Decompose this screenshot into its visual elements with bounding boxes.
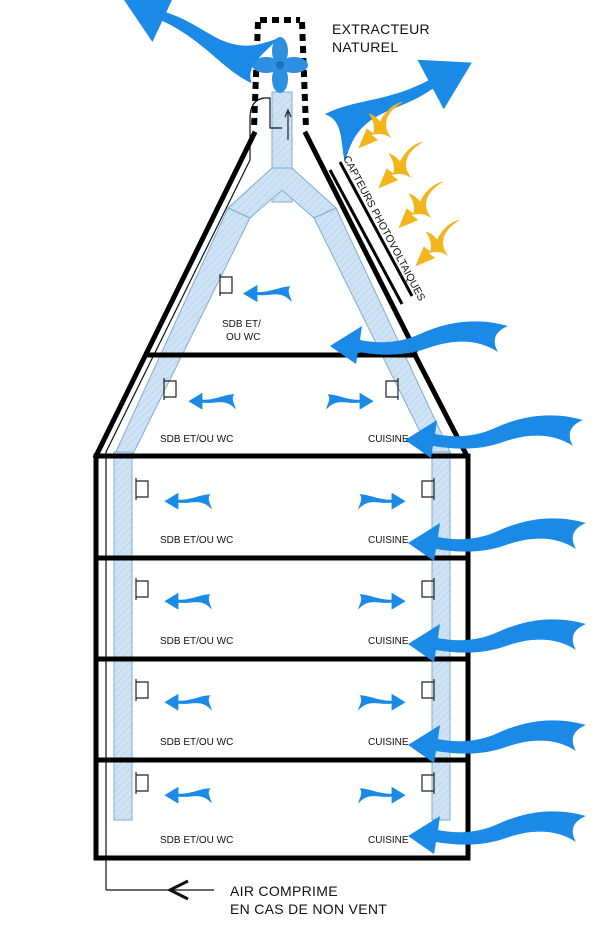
compressed-air-label-line2: EN CAS DE NON VENT <box>230 901 387 917</box>
air-flow-arrow-icon <box>164 693 212 711</box>
vent-grille-icon <box>163 377 177 401</box>
floor-row: SDB ET/OU WC CUISINE <box>135 678 435 748</box>
floor-row: SDB ET/OU WC CUISINE <box>135 771 435 846</box>
sun-ray-arrow-icon <box>415 219 461 267</box>
air-flow-arrow-icon <box>358 592 406 610</box>
extractor-label-line1: EXTRACTEUR <box>332 21 430 37</box>
air-flow-arrow-icon <box>326 392 374 410</box>
room-label-kitchen: CUISINE <box>368 535 409 546</box>
vent-grille-icon <box>135 577 149 601</box>
room-label-bathroom: SDB ET/OU WC <box>160 737 233 748</box>
room-label-kitchen: CUISINE <box>368 434 409 445</box>
sun-ray-arrow-icon <box>398 181 444 229</box>
room-label-bathroom: SDB ET/OU WC <box>160 636 233 647</box>
air-flow-arrow-icon <box>188 392 236 410</box>
compressed-air-line <box>105 97 282 890</box>
sun-rays <box>358 101 461 267</box>
air-flow-arrow-icon <box>164 592 212 610</box>
sun-ray-arrow-icon <box>378 141 424 189</box>
air-flow-arrow-icon <box>164 492 212 510</box>
room-label-bathroom: SDB ET/OU WC <box>160 434 233 445</box>
arrow-left-icon <box>166 879 189 901</box>
air-flow-arrow-icon <box>318 37 485 162</box>
room-label-bathroom: SDB ET/OU WC <box>160 535 233 546</box>
room-label-kitchen: CUISINE <box>368 636 409 647</box>
air-flow-arrow-icon <box>164 786 212 804</box>
air-flow-arrow-icon <box>358 492 406 510</box>
extractor-label-line2: NATUREL <box>332 39 398 55</box>
floor-row: SDB ET/OU WC CUISINE <box>160 377 409 445</box>
pv-panel <box>328 161 414 305</box>
room-label-bathroom: SDB ET/OU WC <box>160 835 233 846</box>
air-flow-arrow-icon <box>358 786 406 804</box>
room-label-kitchen: CUISINE <box>368 737 409 748</box>
room-label-kitchen: CUISINE <box>368 835 409 846</box>
air-flow-arrow-icon <box>243 284 292 303</box>
vent-grille-icon <box>135 678 149 702</box>
floor-row: SDB ET/OU WC CUISINE <box>135 477 435 546</box>
attic-room-label-line2: OU WC <box>226 332 260 343</box>
attic-room-label-line1: SDB ET/ <box>222 319 261 330</box>
compressed-air-label-line1: AIR COMPRIME <box>230 883 338 899</box>
floor-row: SDB ET/OU WC CUISINE <box>135 577 435 647</box>
natural-extractor <box>251 17 309 129</box>
vent-grille-icon <box>135 477 149 501</box>
vent-grille-icon <box>219 273 233 297</box>
air-flow-arrow-icon <box>358 693 406 711</box>
fan-icon <box>252 37 308 93</box>
air-flow-arrow-icon <box>110 0 278 90</box>
vent-grille-icon <box>385 377 399 401</box>
building-walls <box>92 130 471 861</box>
compressed-air-pointer <box>106 879 214 901</box>
vent-grille-icon <box>135 771 149 795</box>
